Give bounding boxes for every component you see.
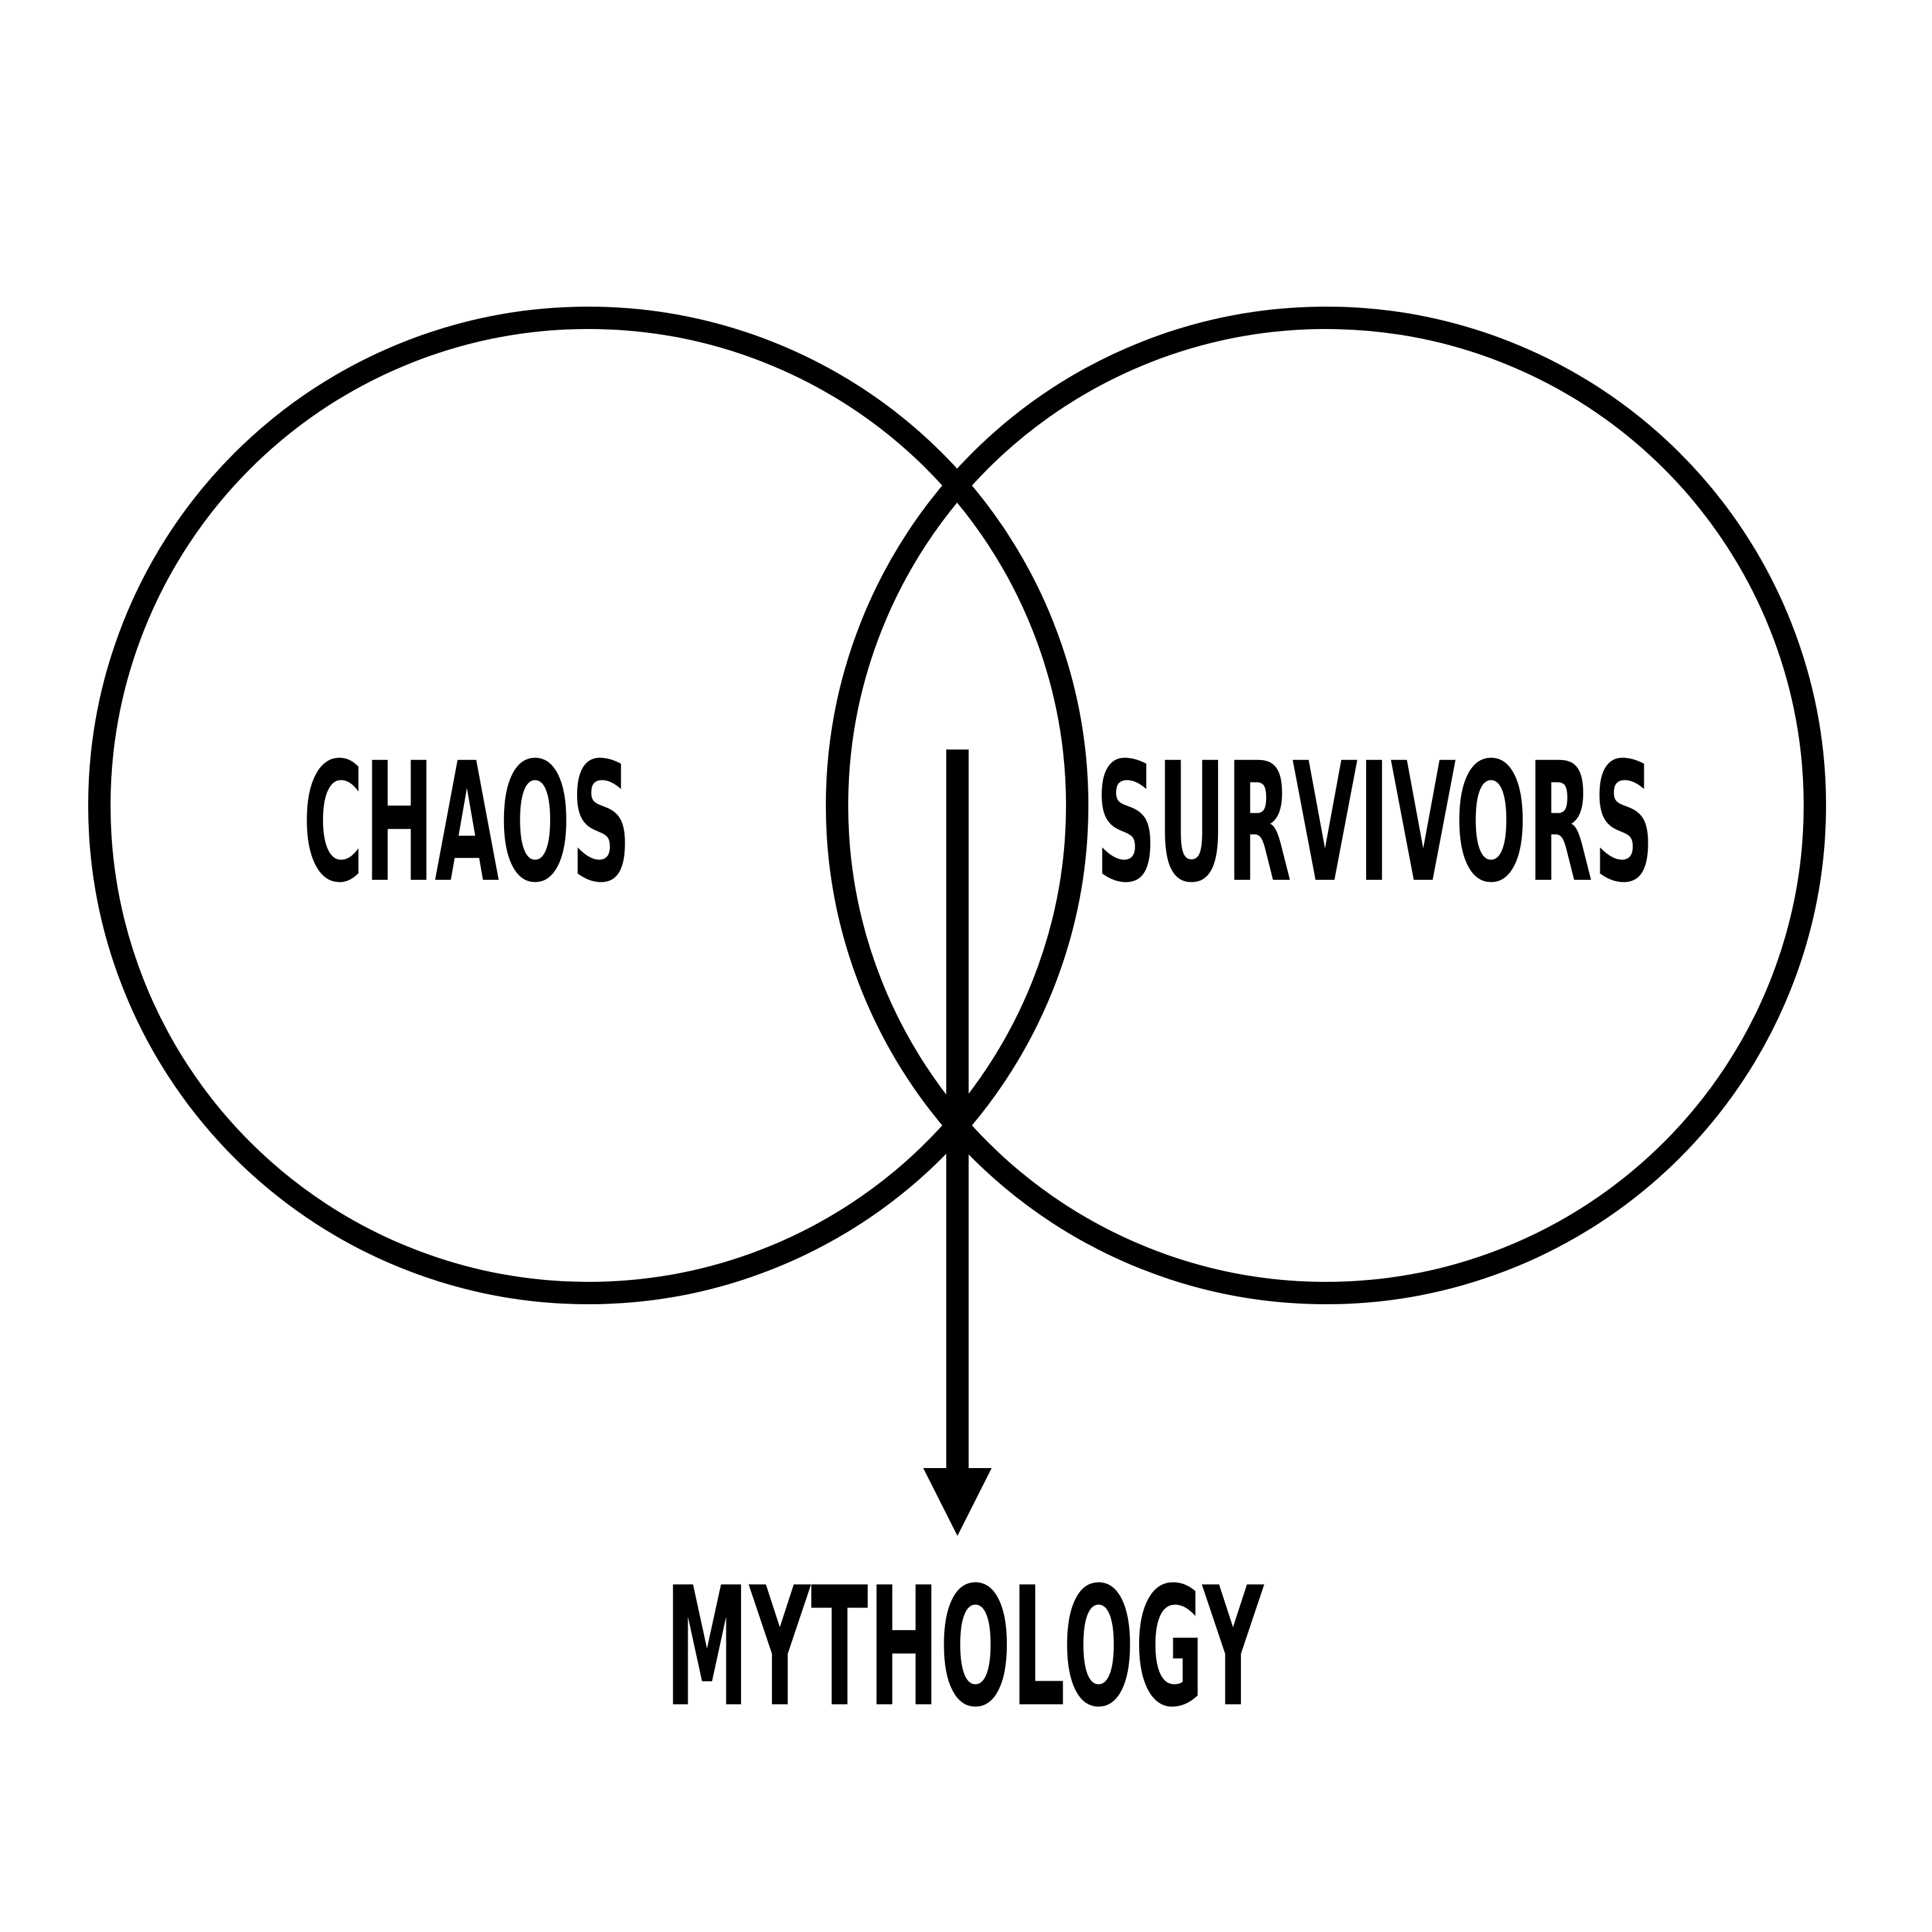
arrow-head-icon	[923, 1468, 992, 1536]
mythology-label: MYTHOLOGY	[665, 1552, 1264, 1743]
right-circle	[826, 307, 1826, 1304]
chaos-label: CHAOS	[303, 727, 632, 919]
survivors-label: SURVIVORS	[1096, 727, 1655, 919]
arrow-shaft	[946, 750, 969, 1477]
left-circle	[88, 307, 1088, 1304]
